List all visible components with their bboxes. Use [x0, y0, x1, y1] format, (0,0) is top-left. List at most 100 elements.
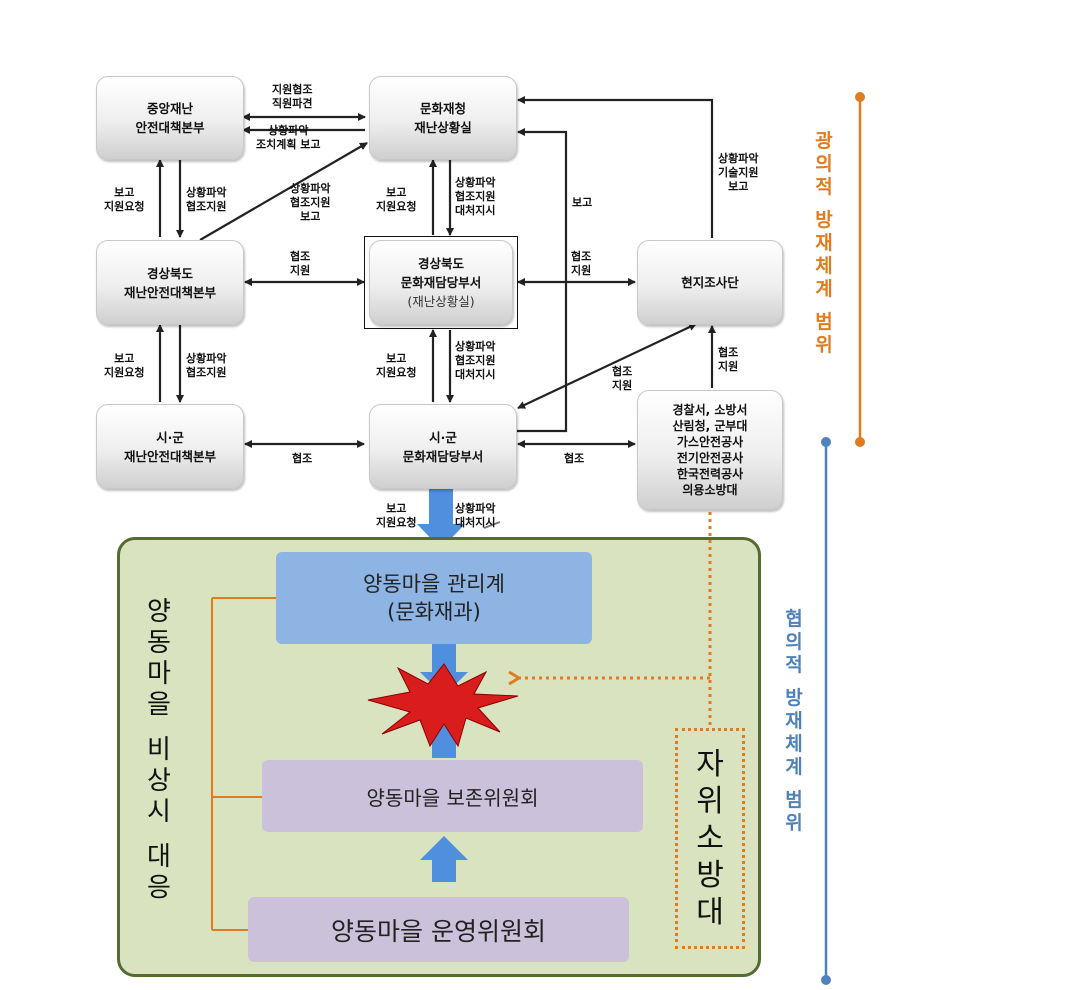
text-line: 지원	[290, 264, 311, 277]
text-line: 지원요청	[376, 200, 417, 213]
text-line: 위	[696, 784, 724, 819]
text-line: 협조지원	[186, 366, 227, 379]
text-line: 재난상황실	[414, 120, 472, 135]
text-line: 시·군	[429, 429, 457, 445]
arrow-operation-up	[420, 836, 468, 882]
operation-committee-box: 양동마을 운영위원회	[248, 897, 629, 962]
text-line: 양동마을 관리계	[363, 572, 505, 596]
text-line: 지원	[571, 264, 592, 277]
text-line: 적	[785, 654, 803, 676]
label-sigunc-agencies: 협조	[564, 452, 584, 466]
text-line: 대	[696, 895, 724, 930]
text-line: 양동마을 보존위원회	[366, 785, 539, 810]
text-line: 마	[147, 659, 171, 689]
node-cha-situation-room: 문화재청 재난상황실	[369, 76, 517, 160]
text-line: 위	[815, 334, 833, 356]
text-line: 협조	[564, 452, 585, 465]
text-line: 상황파악	[455, 502, 496, 515]
text-line: 재	[815, 232, 833, 254]
text-line: 지원협조	[272, 83, 313, 96]
text-line: 의	[785, 631, 803, 653]
text-line: 산림청, 군부대	[672, 419, 748, 433]
node-central-hq: 중앙재난 안전대책본부	[96, 76, 244, 160]
text-line	[812, 199, 836, 209]
text-line: 비	[147, 735, 171, 765]
text-line: 동	[147, 628, 171, 658]
node-gb-culture-frame	[364, 236, 518, 329]
down-arrow-to-village	[417, 487, 465, 549]
text-line: 대	[147, 842, 171, 872]
text-line: 경상북도	[146, 265, 193, 281]
label-sigun-sigunc: 협조	[292, 452, 312, 466]
text-line: 현지조사단	[681, 275, 739, 290]
text-line: 양	[147, 597, 171, 627]
text-line: 위	[785, 812, 803, 834]
text-line: 협조	[292, 452, 313, 465]
text-line: 지원요청	[376, 516, 417, 529]
text-line: 의	[815, 153, 833, 175]
edge-sigunc-field-diag	[517, 323, 697, 409]
text-line: 협조지원	[455, 190, 496, 203]
text-line: 을	[147, 690, 171, 720]
text-line: 범	[815, 311, 833, 333]
text-line: 문화재담당부서	[400, 275, 482, 290]
text-line: 적	[815, 176, 833, 198]
text-line: 상황파악	[186, 352, 227, 365]
preservation-committee-box: 양동마을 보존위원회	[262, 760, 643, 832]
text-line: 가스안전공사	[676, 435, 744, 449]
text-line: 방	[785, 687, 803, 709]
text-line: 협조	[718, 346, 739, 359]
node-gb-culture-dept: 경상북도 문화재담당부서 (재난상황실)	[369, 240, 513, 325]
text-line: 광	[815, 130, 833, 152]
text-line: 시·군	[156, 429, 184, 445]
text-line: 문화재담당부서	[402, 448, 484, 464]
text-line: 방	[815, 209, 833, 231]
text-line: 지원요청	[104, 200, 145, 213]
text-line: 안전대책본부	[135, 120, 205, 135]
text-line: 지원요청	[376, 366, 417, 379]
node-field-team: 현지조사단	[637, 240, 783, 325]
text-line: 소	[696, 821, 724, 856]
text-line: 의용소방대	[682, 483, 738, 497]
text-line: 대처지시	[455, 204, 496, 217]
text-line: 재난안전대책본부	[123, 448, 216, 464]
text-line: 협조	[571, 250, 592, 263]
text-line	[782, 677, 806, 687]
text-line: 협	[785, 608, 803, 630]
fire-brigade-box: 자 위 소 방 대	[675, 728, 745, 949]
text-line: 보고	[386, 186, 407, 199]
text-line: 전기안전공사	[676, 451, 744, 465]
text-line: 상황파악	[718, 152, 759, 165]
text-line: 협조지원	[186, 200, 227, 213]
node-sigun-disaster-hq: 시·군 재난안전대책본부	[96, 404, 244, 489]
text-line: 시	[147, 797, 171, 827]
text-line: 보고	[114, 352, 135, 365]
text-line: 보고	[114, 186, 135, 199]
text-line: (재난상황실)	[407, 294, 475, 309]
text-line: 계	[785, 756, 803, 778]
text-line	[782, 779, 806, 789]
text-line: 상황파악	[455, 176, 496, 189]
text-line: 지원	[718, 360, 739, 373]
label-report-right: 보고	[572, 196, 592, 210]
text-line: 지원	[612, 379, 633, 392]
node-gb-disaster-hq: 경상북도 재난안전대책본부	[96, 240, 244, 325]
text-line: 범	[785, 789, 803, 811]
text-line	[144, 828, 174, 842]
text-line: 상황파악	[290, 182, 331, 195]
text-line: 재난안전대책본부	[123, 284, 216, 300]
text-line: 조치계획 보고	[256, 138, 321, 151]
text-line: 대처지시	[455, 516, 496, 529]
